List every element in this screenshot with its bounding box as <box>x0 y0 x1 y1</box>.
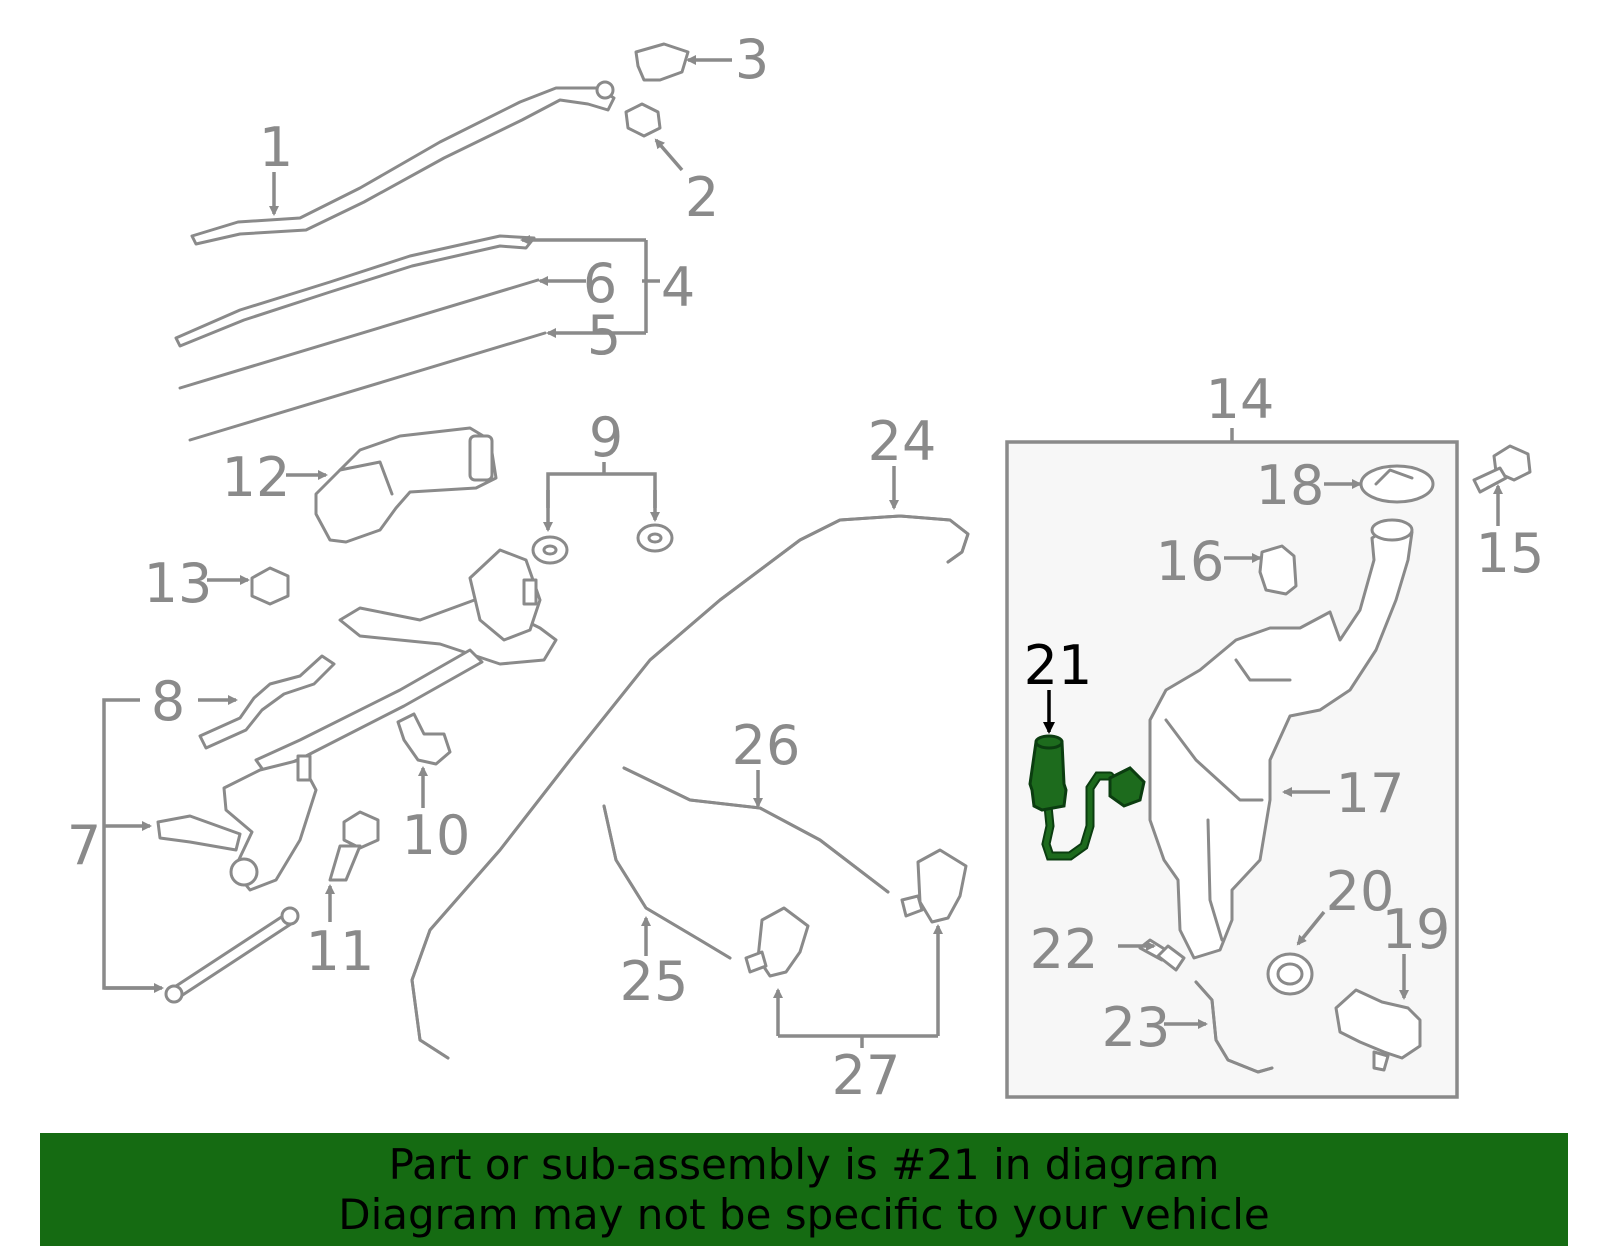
callout-2: 2 <box>685 166 719 229</box>
callout-20: 20 <box>1326 860 1395 923</box>
callout-11: 11 <box>306 920 375 983</box>
callout-19: 19 <box>1382 898 1451 961</box>
callout-10: 10 <box>402 804 471 867</box>
callout-4: 4 <box>661 256 695 319</box>
pump-part-19 <box>1334 988 1422 1060</box>
callout-23: 23 <box>1102 996 1171 1059</box>
callout-7: 7 <box>67 814 101 877</box>
callout-16: 16 <box>1156 530 1225 593</box>
bolt-15-part <box>1472 444 1532 494</box>
callout-25: 25 <box>620 950 689 1013</box>
bolt-part <box>328 810 380 882</box>
callout-5: 5 <box>587 304 621 367</box>
washer-reservoir-part <box>1148 518 1414 960</box>
grommet-part <box>1266 952 1314 996</box>
wiper-motor-part <box>314 426 498 544</box>
callout-24: 24 <box>868 410 937 473</box>
callout-12: 12 <box>222 446 291 509</box>
wiper-linkage-part <box>156 548 558 892</box>
callout-17: 17 <box>1336 762 1405 825</box>
callout-21: 21 <box>1024 634 1093 697</box>
flange-bolt-part <box>396 712 452 766</box>
callout-1: 1 <box>259 116 293 179</box>
callout-15: 15 <box>1476 522 1545 585</box>
blade-refill-5 <box>188 331 547 442</box>
callout-13: 13 <box>144 552 213 615</box>
callout-22: 22 <box>1030 918 1099 981</box>
callout-8: 8 <box>151 670 185 733</box>
clip-part <box>1258 544 1298 596</box>
banner-line-1: Part or sub-assembly is #21 in diagram <box>388 1139 1220 1189</box>
blade-refill-6 <box>178 278 540 390</box>
callout-labels: 1 2 3 4 5 6 7 8 9 10 11 12 13 14 15 16 1… <box>67 28 1545 1107</box>
nut-part <box>624 102 662 138</box>
washer-part-a <box>531 535 569 565</box>
part-info-banner: Part or sub-assembly is #21 in diagram D… <box>40 1133 1568 1246</box>
callout-26: 26 <box>732 714 801 777</box>
connecting-rod-part <box>198 654 336 750</box>
callout-27: 27 <box>832 1044 901 1107</box>
callout-3: 3 <box>735 28 769 91</box>
callout-6: 6 <box>583 252 617 315</box>
leader-lines <box>102 55 1503 1048</box>
wiper-arm-part <box>190 80 616 246</box>
washer-hose-25 <box>602 804 732 960</box>
cap-part <box>634 42 690 82</box>
washer-pump-highlighted <box>1028 734 1146 861</box>
washer-part-b <box>636 523 674 553</box>
callout-14: 14 <box>1206 368 1275 431</box>
callout-18: 18 <box>1256 454 1325 517</box>
banner-line-2: Diagram may not be specific to your vehi… <box>338 1189 1270 1239</box>
callout-9: 9 <box>589 406 623 469</box>
lower-rod-part <box>168 912 296 1000</box>
hex-nut-part <box>250 566 290 606</box>
wiper-blade-part <box>174 234 536 348</box>
washer-nozzle-b <box>916 848 968 924</box>
